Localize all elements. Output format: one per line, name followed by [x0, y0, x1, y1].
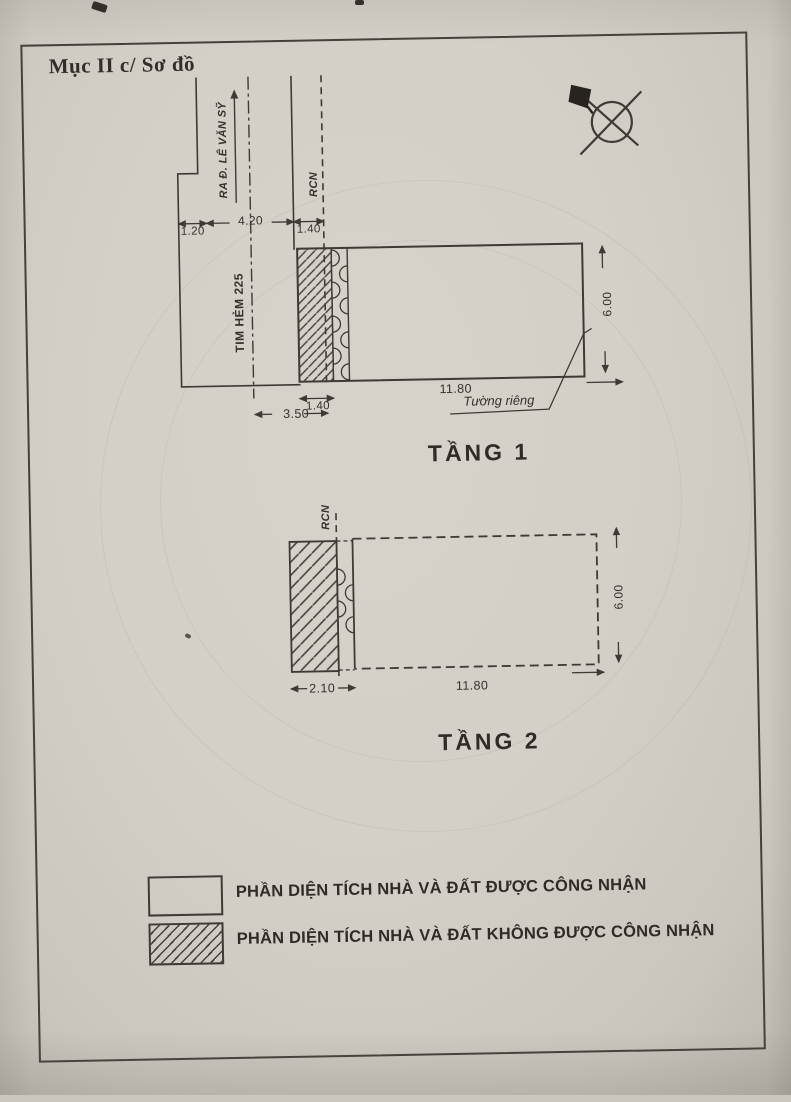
- street-direction-arrow: [230, 89, 239, 203]
- floor1-title: TẦNG 1: [427, 438, 531, 467]
- stair-column-walls: [330, 247, 351, 382]
- paper-watermark-ring: [100, 180, 752, 832]
- floor2-title: TẦNG 2: [437, 727, 541, 756]
- floor1-plan: [176, 75, 624, 419]
- north-arrow-icon: [568, 84, 643, 156]
- dim-house-depth-floor1: 6.00: [599, 291, 615, 317]
- dim-strip-top: 1.40: [296, 223, 321, 236]
- left-boundary-line: [176, 77, 301, 388]
- stair-scallops-floor2: [336, 568, 355, 634]
- private-wall-note: Tường riêng: [463, 392, 535, 409]
- stair-scallops: [331, 249, 350, 381]
- rcn-label-floor2: RCN: [319, 504, 333, 530]
- stair-column-wall-floor2: [351, 538, 356, 669]
- street-direction-label: RA Đ. LÊ VĂN SỸ: [216, 101, 231, 199]
- scan-speck: [355, 0, 364, 5]
- dim-house-depth-floor2: 6.00: [611, 584, 626, 610]
- floor2-plan: [288, 513, 623, 693]
- alley-centerline: [247, 76, 255, 399]
- private-wall-leader: [450, 327, 592, 415]
- north-symbol-cross: [584, 97, 640, 147]
- north-symbol-diagonal: [579, 90, 643, 156]
- stair-column-connectors: [336, 540, 355, 671]
- legend-swatch-recognized: [147, 875, 224, 917]
- house-outline-floor2: [352, 533, 600, 670]
- dim-overhang-floor2: 2.10: [309, 681, 336, 696]
- dim-left-offset: 1.20: [180, 225, 205, 238]
- north-symbol-circle: [590, 100, 633, 144]
- north-symbol-flag: [568, 84, 592, 109]
- dim-centerline-to-rcn: 3.50: [283, 406, 310, 422]
- dim-house-width-floor2: 11.80: [455, 678, 489, 693]
- dimension-lines-floor2: [289, 526, 623, 693]
- dimension-lines-bottom: [253, 378, 624, 419]
- dim-alley-width: 4.20: [237, 213, 264, 228]
- depth-dimension-arrows: [598, 244, 610, 374]
- unrecognized-strip: [296, 247, 335, 383]
- alley-centerline-label: TIM HẺM 225: [231, 272, 247, 353]
- unrecognized-overhang: [288, 540, 340, 673]
- legend-swatch-not-recognized: [148, 922, 225, 966]
- dimension-lines-top: [177, 217, 325, 228]
- rcn-label-floor1: RCN: [307, 171, 321, 198]
